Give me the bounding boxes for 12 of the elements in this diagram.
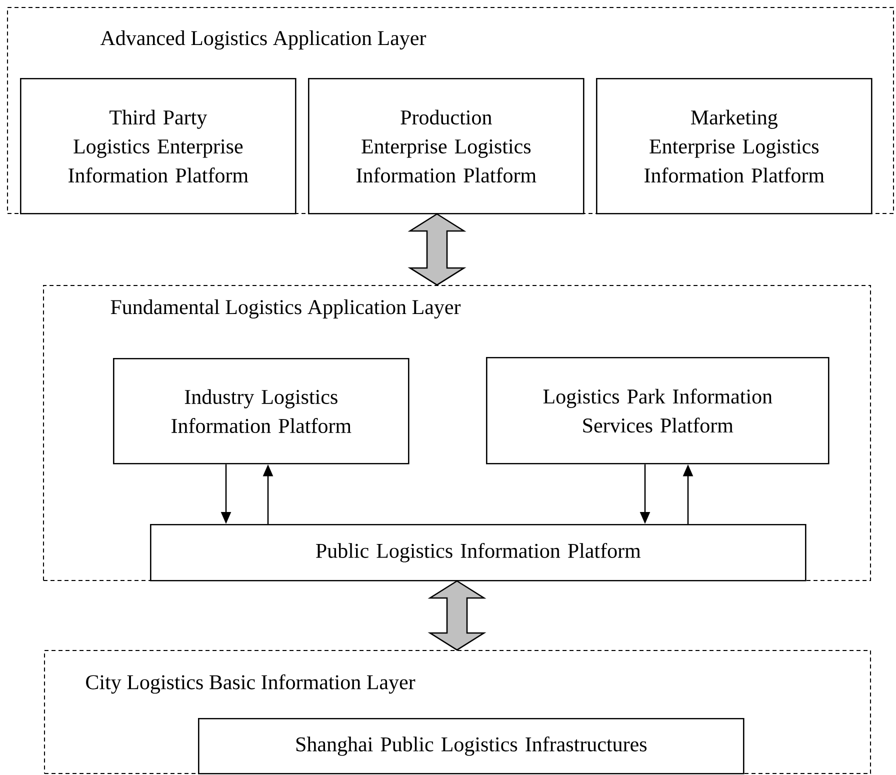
block-arrow: [408, 213, 466, 286]
platform-box: Industry Logistics Information Platform: [113, 358, 410, 464]
layer-title: Fundamental Logistics Application Layer: [110, 299, 461, 319]
platform-box: Third Party Logistics Enterprise Information Platform: [20, 78, 296, 214]
layer-title: City Logistics Basic Information Layer: [86, 674, 416, 694]
platform-box: Public Logistics Information Platform: [150, 524, 806, 582]
layer-title: Advanced Logistics Application Layer: [100, 30, 426, 50]
platform-box: Logistics Park Information Services Platform: [486, 357, 830, 464]
block-arrow: [428, 580, 486, 651]
platform-box: Marketing Enterprise Logistics Information Platform: [596, 78, 872, 214]
platform-box: Production Enterprise Logistics Information Platform: [308, 78, 584, 214]
platform-box: Shanghai Public Logistics Infrastructures: [198, 718, 744, 774]
